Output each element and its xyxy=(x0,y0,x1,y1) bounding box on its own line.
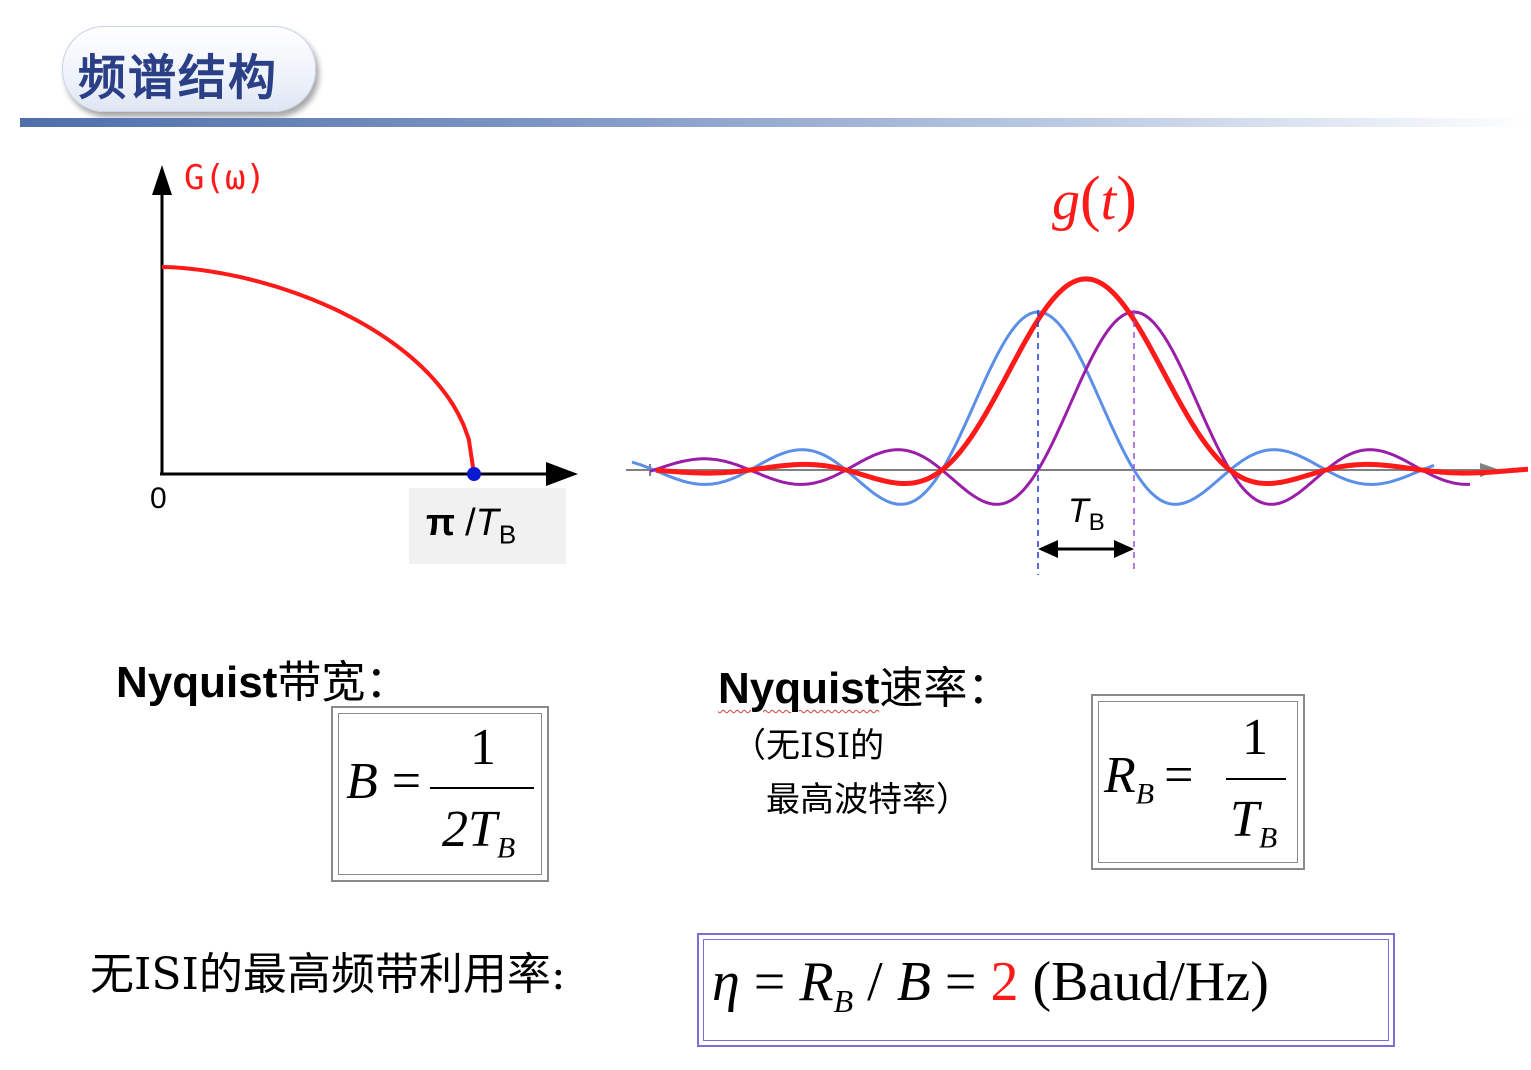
tb-arrow-right-head xyxy=(1114,540,1134,558)
rate-denominator: TB xyxy=(1230,790,1277,855)
efficiency-value: 2 xyxy=(990,951,1019,1013)
impulse-title-g: g xyxy=(1052,170,1080,232)
nyquist-rate-note-line2: 最高波特率） xyxy=(766,780,970,820)
tb-arrow-left-head xyxy=(1038,540,1058,558)
rate-fraction-bar xyxy=(1226,778,1286,780)
nyquist-rate-note-line1: （无ISI的 xyxy=(732,726,885,766)
sinc-sum-curve xyxy=(655,276,1529,486)
efficiency-R-sub: B xyxy=(833,983,854,1020)
efficiency-eq2: = xyxy=(944,951,977,1013)
spectrum-origin-label: 0 xyxy=(150,482,167,515)
spectrum-y-arrow xyxy=(152,165,172,195)
impulse-title-t: t xyxy=(1100,170,1117,232)
efficiency-eq1: = xyxy=(753,951,786,1013)
impulse-title-close: ) xyxy=(1116,165,1137,233)
tb-sub: B xyxy=(1088,508,1105,536)
bandwidth-den-sub: B xyxy=(496,831,516,865)
efficiency-unit: (Baud/Hz) xyxy=(1032,951,1269,1013)
rate-formula-box xyxy=(1091,694,1305,870)
bandwidth-fraction-bar xyxy=(430,787,534,789)
efficiency-label: 无ISI的最高频带利用率: xyxy=(90,949,566,1000)
rate-numerator: 1 xyxy=(1242,709,1268,766)
cutoff-T: T xyxy=(475,502,499,544)
efficiency-R: R xyxy=(799,951,834,1013)
spectrum-cutoff-point xyxy=(467,467,481,481)
bandwidth-formula-box xyxy=(331,706,549,882)
efficiency-formula: η = RB / B = 2 (Baud/Hz) xyxy=(712,950,1269,1020)
tb-label: TB xyxy=(1068,492,1105,537)
bandwidth-numerator: 1 xyxy=(470,719,496,776)
rate-formula-inner-border xyxy=(1098,701,1298,863)
nyquist-bw-latin: Nyquist xyxy=(116,658,278,707)
spectrum-x-arrow xyxy=(546,462,578,486)
cutoff-label-panel xyxy=(409,488,566,564)
title-divider xyxy=(20,118,1531,127)
tb-T: T xyxy=(1068,492,1089,530)
nyquist-bw-cjk: 带宽： xyxy=(277,657,410,708)
cutoff-sub: B xyxy=(498,519,517,550)
efficiency-eta: η xyxy=(712,951,740,1013)
bandwidth-formula-inner-border xyxy=(338,713,542,875)
cutoff-slash: / xyxy=(465,502,476,544)
rate-R: R xyxy=(1104,747,1136,804)
impulse-title-open: ( xyxy=(1080,165,1101,233)
rate-eq: = xyxy=(1164,747,1194,804)
efficiency-formula-inner-border xyxy=(703,939,1389,1041)
page-title: 频谱结构 xyxy=(78,50,279,106)
title-pill xyxy=(62,26,316,112)
nyquist-rate-heading: Nyquist速率： xyxy=(718,652,1011,716)
bandwidth-eq: = xyxy=(391,753,422,810)
cutoff-label: π/TB xyxy=(426,502,516,551)
cutoff-pi: π xyxy=(426,502,456,544)
efficiency-B: B xyxy=(896,951,931,1013)
rate-lhs: RB = xyxy=(1104,746,1193,811)
impulse-title: g(t) xyxy=(1052,164,1137,235)
bandwidth-lhs: B= xyxy=(346,752,421,811)
bandwidth-2T: 2T xyxy=(442,801,497,858)
nyquist-bandwidth-heading: Nyquist带宽： xyxy=(116,646,409,710)
sinc-pulse-right xyxy=(649,310,1470,506)
spectrum-curve xyxy=(161,265,476,475)
bandwidth-B: B xyxy=(346,753,378,810)
nyquist-rate-cjk: 速率： xyxy=(879,663,1012,714)
nyquist-rate-latin: Nyquist xyxy=(718,664,880,713)
efficiency-formula-box xyxy=(697,933,1395,1047)
bandwidth-denominator: 2TB xyxy=(442,800,515,865)
sinc-pulse-left xyxy=(631,310,1435,506)
rate-R-sub: B xyxy=(1135,777,1155,811)
spectrum-y-label: G(ω) xyxy=(184,158,266,198)
rate-T: T xyxy=(1230,791,1259,848)
rate-den-sub: B xyxy=(1258,821,1278,855)
efficiency-slash: / xyxy=(867,951,883,1013)
